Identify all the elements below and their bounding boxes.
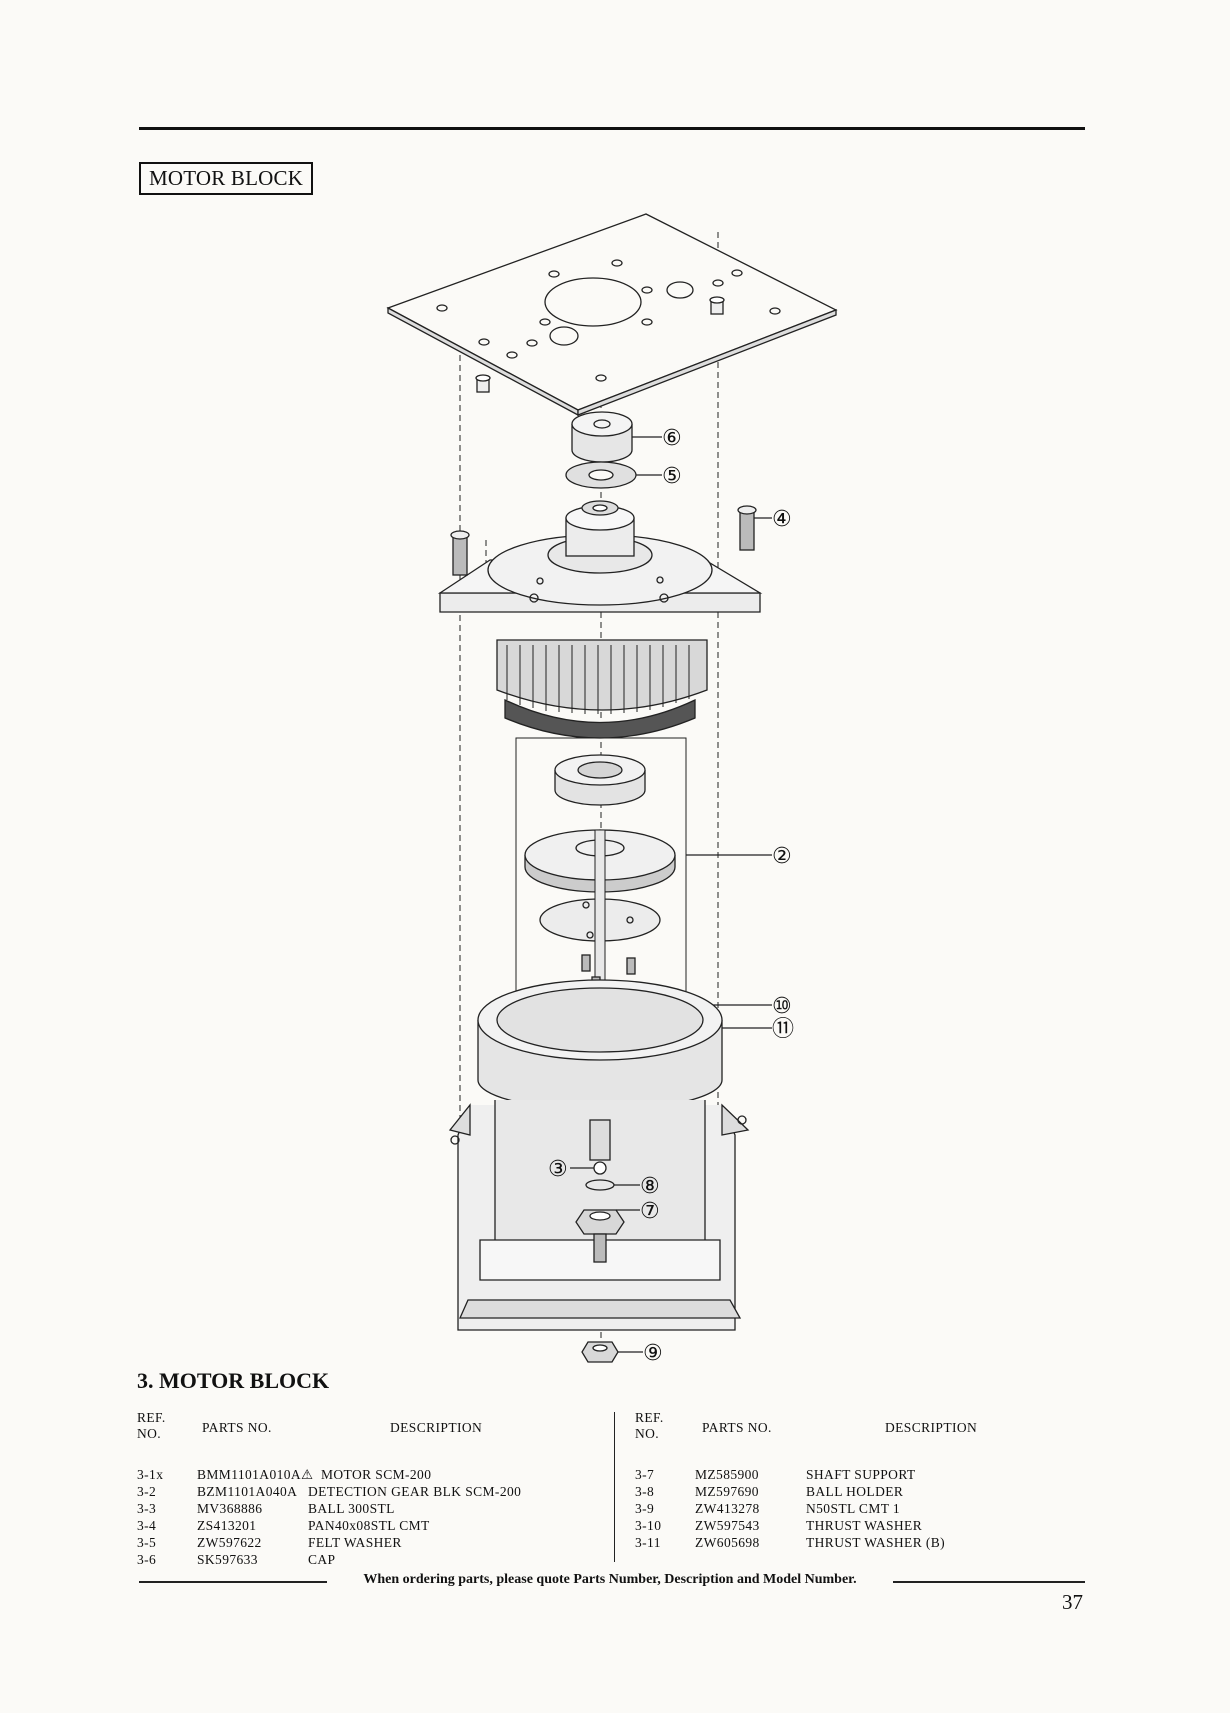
mounting-plate <box>386 213 838 417</box>
table-row: 3-3 MV368886 BALL 300STL <box>137 1501 395 1516</box>
col-ref: REF. NO. <box>635 1410 664 1441</box>
warning-icon: ⚠ <box>301 1467 314 1482</box>
gear-housing <box>477 979 723 1111</box>
table-row: 3-9 ZW413278 N50STL CMT 1 <box>635 1501 901 1516</box>
callout-labels: ⑥ ⑤ ④ ② ⑩ ⑪ ③ ⑧ ⑦ ⑨ <box>548 425 794 1365</box>
stator <box>496 639 708 739</box>
long-screws <box>450 505 772 576</box>
shaft-holder <box>554 754 646 806</box>
callout-2: ② <box>772 843 792 868</box>
callout-11: ⑪ <box>772 1016 794 1041</box>
footer-note: When ordering parts, please quote Parts … <box>363 1572 857 1587</box>
col-parts-no: PARTS NO. <box>702 1420 772 1435</box>
footer-rule-left <box>139 1581 327 1583</box>
table-row: 3-8 MZ597690 BALL HOLDER <box>635 1484 904 1499</box>
section-title: MOTOR BLOCK <box>139 162 314 195</box>
top-rule <box>139 127 1085 130</box>
parts-heading: 3. MOTOR BLOCK <box>137 1368 330 1393</box>
col-parts-no: PARTS NO. <box>202 1420 272 1435</box>
page-number: 37 <box>1062 1590 1083 1614</box>
table-row: 3-7 MZ585900 SHAFT SUPPORT <box>635 1467 916 1482</box>
table-row: 3-10 ZW597543 THRUST WASHER <box>635 1518 923 1533</box>
table-row: 3-1x BMM1101A010A ⚠ MOTOR SCM-200 <box>137 1467 432 1482</box>
table-divider <box>614 1412 615 1562</box>
callout-3: ③ <box>548 1156 568 1181</box>
table-header: REF. NO. PARTS NO. DESCRIPTION <box>137 1410 607 1450</box>
callout-6: ⑥ <box>662 425 682 450</box>
footer-rule-right <box>893 1581 1085 1583</box>
callout-10: ⑩ <box>772 993 792 1018</box>
shaft-support-nut <box>575 1209 625 1263</box>
parts-table-left: REF. NO. PARTS NO. DESCRIPTION 3-1x BMM1… <box>137 1410 607 1567</box>
table-row: 3-5 ZW597622 FELT WASHER <box>137 1535 402 1550</box>
felt-washer-part <box>565 461 662 489</box>
table-row: 3-11 ZW605698 THRUST WASHER (B) <box>635 1535 946 1550</box>
callout-8: ⑧ <box>640 1173 660 1198</box>
bottom-nut <box>581 1341 643 1363</box>
callout-7: ⑦ <box>640 1198 660 1223</box>
exploded-diagram: ⑥ ⑤ ④ ② ⑩ ⑪ ③ ⑧ ⑦ ⑨ <box>386 213 838 1365</box>
table-row: 3-2 BZM1101A040A DETECTION GEAR BLK SCM-… <box>137 1484 522 1499</box>
table-row: 3-4 ZS413201 PAN40x08STL CMT <box>137 1518 430 1533</box>
col-ref: REF. NO. <box>137 1410 166 1441</box>
plate-screws <box>475 296 725 393</box>
callout-4: ④ <box>772 506 792 531</box>
callout-5: ⑤ <box>662 463 682 488</box>
col-description: DESCRIPTION <box>390 1420 483 1435</box>
col-description: DESCRIPTION <box>885 1420 978 1435</box>
cap-part <box>571 411 662 463</box>
table-row: 3-6 SK597633 CAP <box>137 1552 336 1567</box>
parts-table-right: REF. NO. PARTS NO. DESCRIPTION 3-7 MZ585… <box>635 1410 1055 1560</box>
callout-9: ⑨ <box>643 1340 663 1365</box>
table-header: REF. NO. PARTS NO. DESCRIPTION <box>635 1410 1055 1450</box>
motor-top <box>437 500 763 613</box>
